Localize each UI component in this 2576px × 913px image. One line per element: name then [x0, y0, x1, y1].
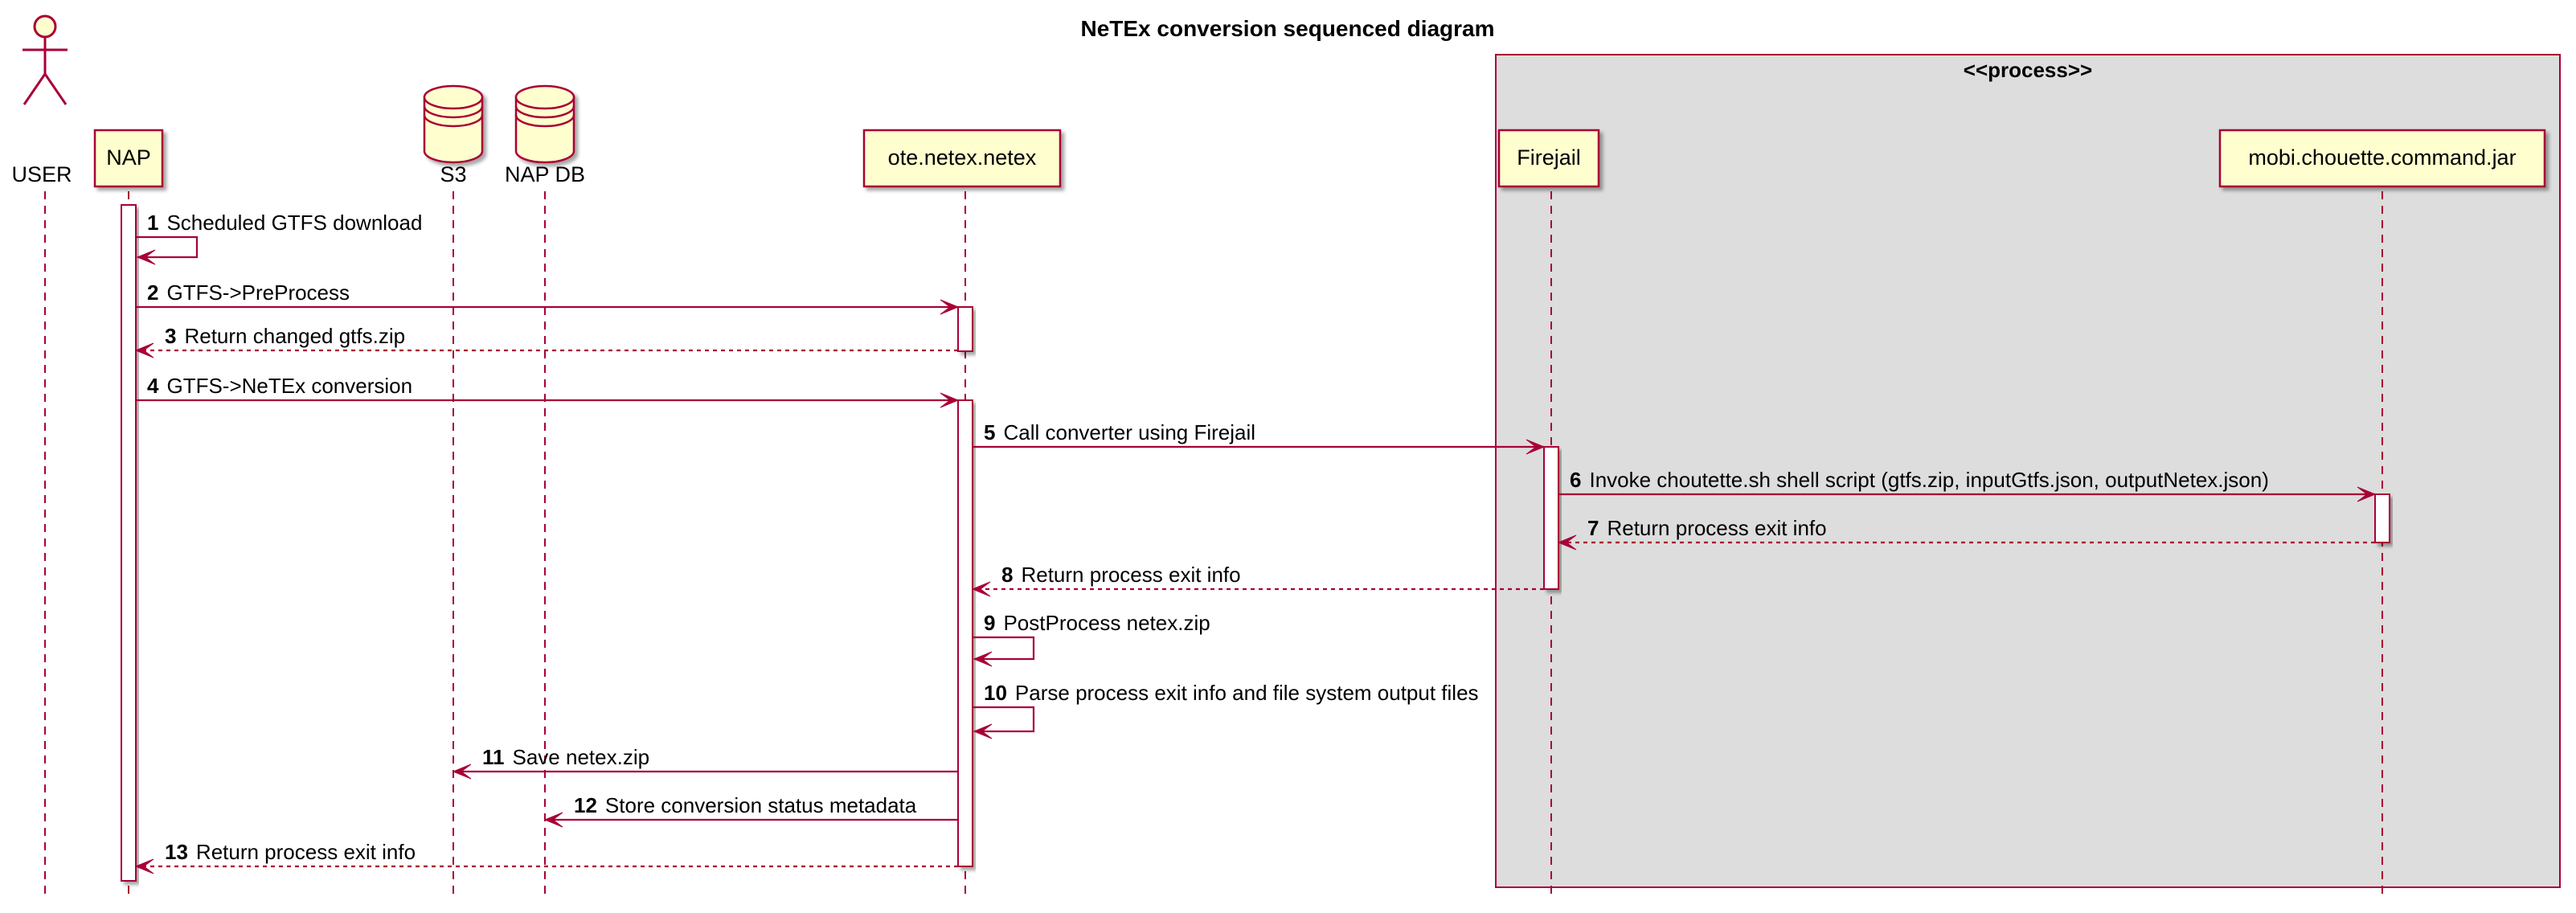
activation-bar-chouette	[2374, 493, 2390, 543]
participant-label-s3: S3	[440, 162, 466, 186]
message-3: 3 Return changed gtfs.zip	[134, 324, 958, 358]
arrowhead	[973, 723, 993, 739]
message-text: GTFS->PreProcess	[166, 280, 350, 305]
message-text: Return process exit info	[1021, 563, 1240, 587]
message-number: 3	[165, 324, 176, 348]
activation-bar-nap	[121, 204, 137, 882]
message-number: 7	[1587, 516, 1599, 540]
message-number: 5	[984, 420, 995, 444]
process-group-label: <<process>>	[1964, 58, 2092, 82]
message-number: 8	[1001, 563, 1013, 587]
message-text: Store conversion status metadata	[605, 793, 917, 817]
message-line	[136, 235, 199, 259]
participant-nap: NAP	[93, 129, 164, 188]
message-text: Save netex.zip	[513, 745, 650, 769]
message-text: Return changed gtfs.zip	[184, 324, 405, 348]
participant-firejail: Firejail	[1497, 129, 1600, 188]
message-label: 10 Parse process exit info and file syste…	[984, 681, 1479, 705]
message-label: 8 Return process exit info	[1001, 563, 1241, 587]
message-label: 3 Return changed gtfs.zip	[165, 324, 405, 348]
arrowhead	[940, 392, 960, 408]
participant-label-ote-netex: ote.netex.netex	[888, 145, 1037, 170]
participant-chouette: mobi.chouette.command.jar	[2218, 129, 2546, 188]
message-label: 13 Return process exit info	[165, 840, 416, 864]
message-text: Call converter using Firejail	[1003, 420, 1255, 444]
message-label: 9 PostProcess netex.zip	[984, 611, 1210, 635]
message-2: 2 GTFS->PreProcess	[136, 280, 960, 315]
message-number: 11	[482, 745, 505, 769]
message-text: Return process exit info	[196, 840, 416, 864]
participant-nap-db: NAP DB	[505, 84, 585, 186]
arrowhead	[452, 764, 472, 780]
message-13: 13 Return process exit info	[134, 840, 958, 874]
arrowhead	[1557, 534, 1577, 551]
message-text: PostProcess netex.zip	[1003, 611, 1210, 635]
arrowhead	[543, 812, 563, 828]
message-number: 2	[147, 280, 158, 305]
message-line	[973, 636, 1035, 661]
message-text: Invoke choutette.sh shell script (gtfs.z…	[1589, 468, 2268, 492]
message-text: Scheduled GTFS download	[166, 211, 422, 235]
message-number: 1	[147, 211, 158, 235]
actor-icon	[23, 14, 68, 105]
activations	[121, 204, 2390, 882]
message-12: 12 Store conversion status metadata	[543, 793, 958, 828]
message-line	[973, 706, 1035, 733]
message-label: 6 Invoke choutette.sh shell script (gtfs.…	[1570, 468, 2269, 492]
message-5: 5 Call converter using Firejail	[973, 420, 1546, 455]
message-text: Parse process exit info and file system …	[1015, 681, 1479, 705]
message-number: 13	[165, 840, 188, 864]
arrowhead	[1526, 439, 1546, 455]
activation-bar-ote	[957, 306, 973, 352]
database-icon	[423, 84, 484, 164]
messages: 1 Scheduled GTFS download 2 GTFS->PreProces…	[134, 211, 2377, 874]
message-label: 11 Save netex.zip	[482, 745, 649, 769]
message-label: 1 Scheduled GTFS download	[147, 211, 422, 235]
message-1: 1 Scheduled GTFS download	[136, 211, 422, 265]
message-6: 6 Invoke choutette.sh shell script (gtfs.…	[1558, 468, 2377, 502]
diagram-title: NeTEx conversion sequenced diagram	[1080, 16, 1494, 41]
participant-label-user: USER	[11, 162, 72, 186]
activation-bar-ote	[957, 399, 973, 867]
participant-label-chouette: mobi.chouette.command.jar	[2248, 145, 2516, 170]
arrowhead	[136, 249, 156, 265]
participant-label-nap: NAP	[106, 145, 151, 170]
participant-s3: S3	[423, 84, 484, 186]
message-11: 11 Save netex.zip	[452, 745, 958, 780]
message-label: 2 GTFS->PreProcess	[147, 280, 350, 305]
arrowhead	[134, 858, 154, 874]
arrowhead	[973, 651, 993, 667]
arrowhead	[971, 581, 991, 597]
database-icon	[514, 84, 575, 164]
activation-bar-firejail	[1543, 446, 1559, 590]
message-number: 4	[147, 374, 159, 398]
message-10: 10 Parse process exit info and file syste…	[973, 681, 1479, 739]
message-text: Return process exit info	[1607, 516, 1826, 540]
participant-user: USER	[11, 14, 72, 186]
arrowhead	[134, 342, 154, 358]
message-number: 10	[984, 681, 1007, 705]
message-number: 12	[574, 793, 597, 817]
arrowhead	[2357, 486, 2377, 502]
message-number: 9	[984, 611, 995, 635]
message-4: 4 GTFS->NeTEx conversion	[136, 374, 960, 408]
message-label: 5 Call converter using Firejail	[984, 420, 1255, 444]
participant-label-nap-db: NAP DB	[505, 162, 585, 186]
message-9: 9 PostProcess netex.zip	[973, 611, 1210, 667]
message-text: GTFS->NeTEx conversion	[166, 374, 412, 398]
message-label: 7 Return process exit info	[1587, 516, 1827, 540]
message-label: 4 GTFS->NeTEx conversion	[147, 374, 412, 398]
message-number: 6	[1570, 468, 1581, 492]
message-8: 8 Return process exit info	[971, 563, 1544, 597]
arrowhead	[940, 299, 960, 315]
participant-label-firejail: Firejail	[1517, 145, 1581, 170]
participant-ote-netex: ote.netex.netex	[862, 129, 1062, 188]
message-7: 7 Return process exit info	[1557, 516, 2375, 551]
message-label: 12 Store conversion status metadata	[574, 793, 917, 817]
